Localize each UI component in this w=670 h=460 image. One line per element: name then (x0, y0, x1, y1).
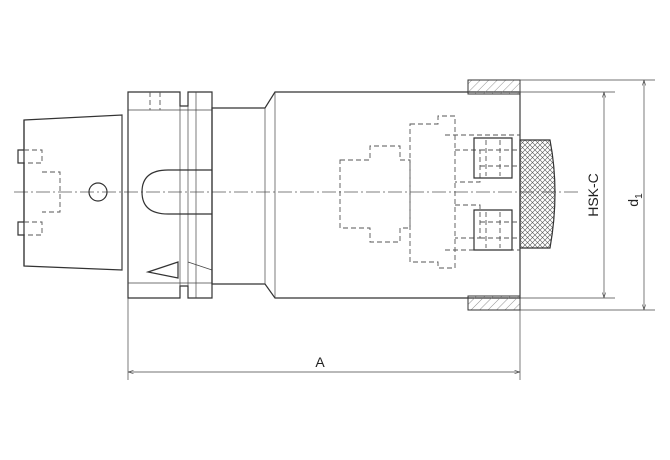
flange-collar (127, 91, 213, 299)
tool-body (211, 91, 521, 299)
hsk-taper-shank (17, 114, 123, 271)
d1-label: d1 (625, 193, 645, 207)
internal-hidden-lines (339, 115, 520, 269)
dimension-a: A (127, 298, 521, 380)
clamping-ring (467, 79, 521, 311)
knurled-nut (519, 139, 556, 249)
hsk-c-label: HSK-C (585, 173, 601, 217)
dimension-hsk-c: HSK-C (520, 91, 615, 299)
length-a-label: A (315, 354, 325, 370)
dimension-d1: d1 (520, 79, 655, 311)
bore-hole (88, 182, 108, 202)
